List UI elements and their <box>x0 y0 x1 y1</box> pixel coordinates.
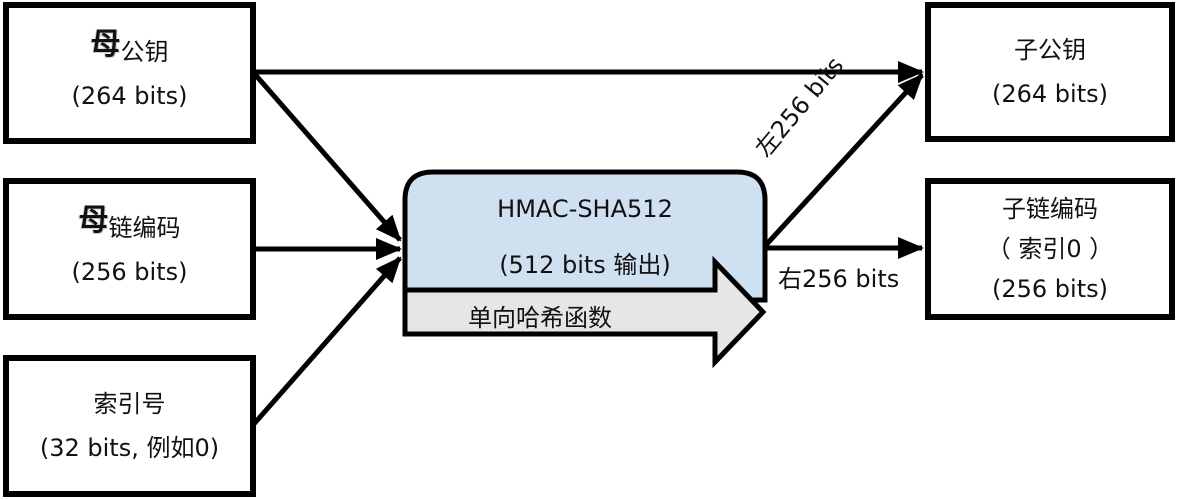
parent-public-key-box: 母公钥 (264 bits) <box>3 2 256 144</box>
parent-public-key-size: (264 bits) <box>71 81 188 110</box>
parent-chain-code-size: (256 bits) <box>71 257 188 286</box>
child-chain-code-size: (256 bits) <box>992 275 1108 303</box>
child-chain-code-title: 子链编码 <box>1002 195 1098 223</box>
parent-prefix: 母 <box>90 26 121 62</box>
hmac-title: HMAC-SHA512 <box>497 195 673 223</box>
child-public-key-title: 子公钥 <box>1014 36 1086 64</box>
parent-prefix: 母 <box>78 202 109 238</box>
right-half-label: 右256 bits <box>778 265 900 293</box>
child-chain-code-index: （ 索引0 ） <box>986 235 1114 263</box>
parent-public-key-title: 公钥 <box>120 37 169 66</box>
one-way-hash-arrow <box>402 255 767 369</box>
child-chain-code-box: 子链编码 （ 索引0 ） (256 bits) <box>925 178 1175 320</box>
parent-chain-code-box: 母链编码 (256 bits) <box>3 178 256 320</box>
edge-parent-pubkey-to-hmac <box>251 70 402 242</box>
one-way-hash-label: 单向哈希函数 <box>468 304 612 332</box>
edge-index-to-hmac <box>251 256 402 427</box>
index-number-size: (32 bits, 例如0) <box>39 434 220 462</box>
edge-left-half-to-child-pubkey <box>763 73 924 248</box>
parent-chain-code-title: 链编码 <box>108 213 181 242</box>
hmac-box <box>402 169 768 303</box>
child-public-key-box: 子公钥 (264 bits) <box>925 2 1175 142</box>
child-public-key-size: (264 bits) <box>992 80 1108 108</box>
index-number-title: 索引号 <box>93 390 166 418</box>
hmac-subtitle: (512 bits 输出) <box>499 251 671 279</box>
index-number-box: 索引号 (32 bits, 例如0) <box>3 355 256 497</box>
